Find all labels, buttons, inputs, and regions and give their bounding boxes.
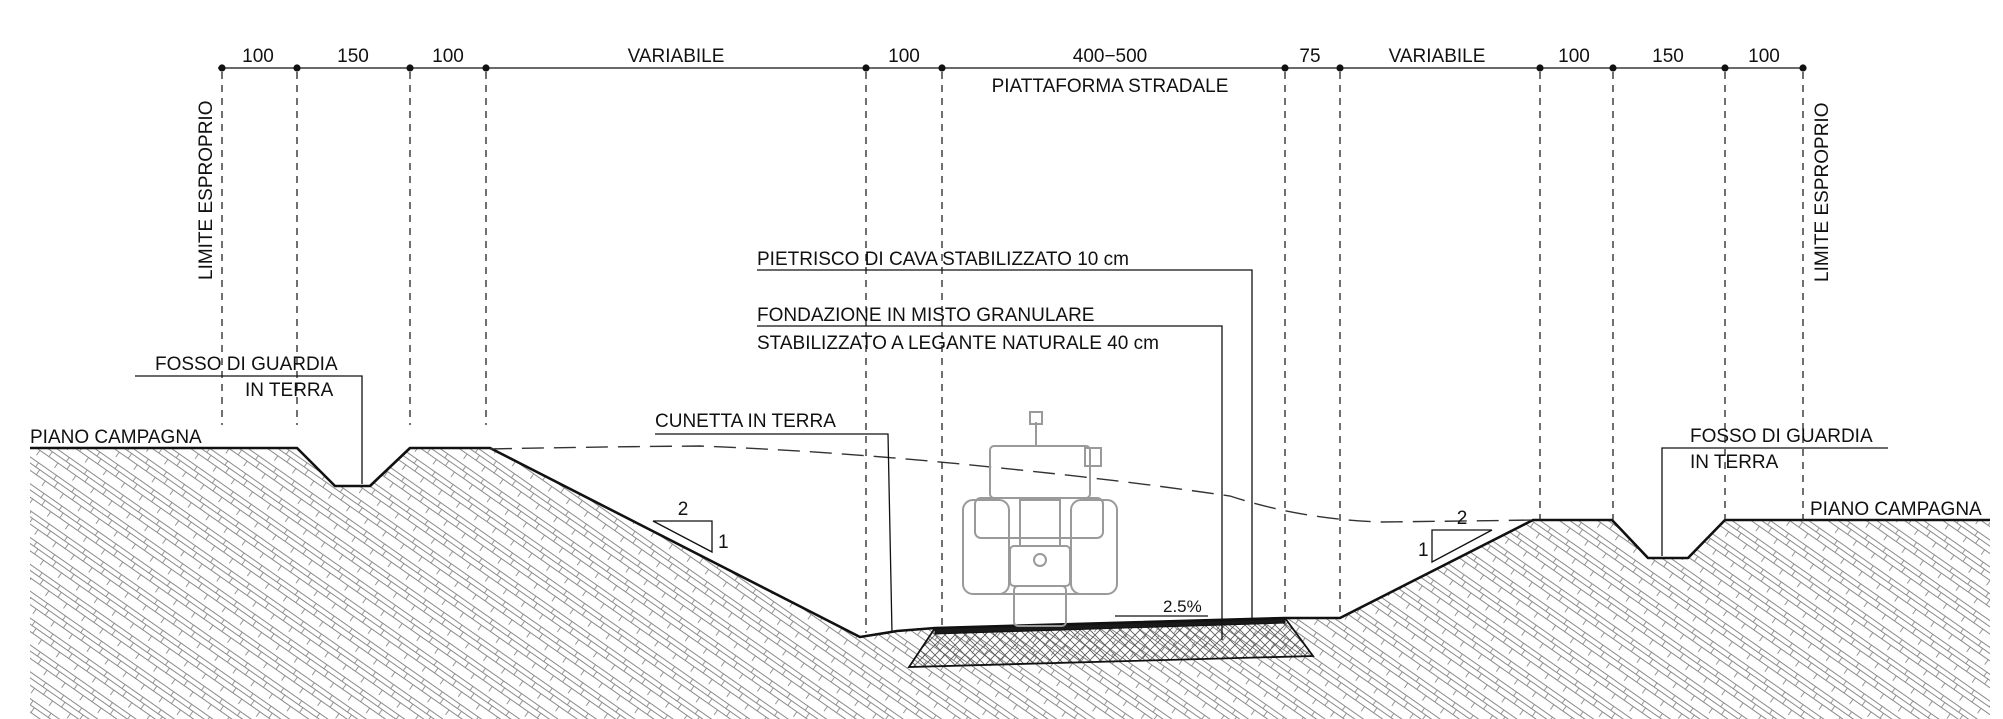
dim-left-variable: VARIABILE: [628, 46, 725, 67]
foundation-label-2: STABILIZZATO A LEGANTE NATURALE 40 cm: [757, 333, 1159, 354]
dimension-tick: [1721, 64, 1729, 72]
dimension-tick: [482, 64, 490, 72]
foundation-label-1: FONDAZIONE IN MISTO GRANULARE: [757, 305, 1094, 326]
ditch-right-label-1: FOSSO DI GUARDIA: [1690, 426, 1873, 447]
existing-terrain-line: [489, 445, 1534, 523]
cunetta-leader: [655, 433, 893, 634]
ditch-left-label-2: IN TERRA: [245, 380, 334, 401]
dim-right-3: 150: [1652, 46, 1684, 67]
crossfall-label: 2.5%: [1163, 597, 1202, 616]
ditch-left-leader: [135, 375, 363, 484]
limit-label-left: LIMITE ESPROPRIO: [196, 101, 217, 280]
dimension-tick: [218, 64, 226, 72]
dim-carriageway: 400−500: [1073, 46, 1148, 67]
slope-indicator-left: 2 1: [652, 499, 729, 554]
dimension-tick: [1609, 64, 1617, 72]
dim-left-1: 100: [242, 46, 274, 67]
dimension-tick: [1281, 64, 1289, 72]
top-layer-label: PIETRISCO DI CAVA STABILIZZATO 10 cm: [757, 249, 1129, 270]
dimension-tick: [293, 64, 301, 72]
dim-right-2: 100: [1558, 46, 1590, 67]
svg-text:1: 1: [718, 532, 729, 553]
dimension-ticks: [218, 64, 1807, 72]
foundation-leader: [757, 325, 1223, 640]
dimension-tick: [938, 64, 946, 72]
slope-indicator-right: 2 1: [1418, 508, 1493, 564]
dim-left-3: 100: [432, 46, 464, 67]
limit-label-right: LIMITE ESPROPRIO: [1812, 103, 1833, 282]
tractor-sketch: [962, 411, 1118, 627]
top-layer-leader: [757, 269, 1253, 620]
svg-text:2: 2: [678, 499, 689, 520]
dimension-tick: [1799, 64, 1807, 72]
dim-left-2: 150: [337, 46, 369, 67]
dim-right-variable: VARIABILE: [1389, 46, 1486, 67]
cunetta-label: CUNETTA IN TERRA: [655, 411, 836, 432]
ground-label-right: PIANO CAMPAGNA: [1810, 499, 1982, 520]
earth-fill: [30, 448, 1990, 719]
dimension-tick: [1336, 64, 1344, 72]
dimension-tick: [406, 64, 414, 72]
dim-right-4: 100: [1748, 46, 1780, 67]
ditch-right-label-2: IN TERRA: [1690, 452, 1779, 473]
svg-text:2: 2: [1457, 508, 1468, 529]
ground-profile: [30, 446, 1990, 639]
dim-left-5: 100: [888, 46, 920, 67]
ditch-left-label-1: FOSSO DI GUARDIA: [155, 354, 338, 375]
svg-text:1: 1: [1418, 540, 1429, 561]
dimension-tick: [862, 64, 870, 72]
platform-label: PIATTAFORMA STRADALE: [992, 76, 1229, 97]
ditch-right-leader: [1661, 447, 1888, 556]
dim-center-75: 75: [1299, 46, 1320, 67]
dimension-tick: [1536, 64, 1544, 72]
dimension-extension-lines: [221, 72, 1804, 633]
ground-label-left: PIANO CAMPAGNA: [30, 427, 202, 448]
